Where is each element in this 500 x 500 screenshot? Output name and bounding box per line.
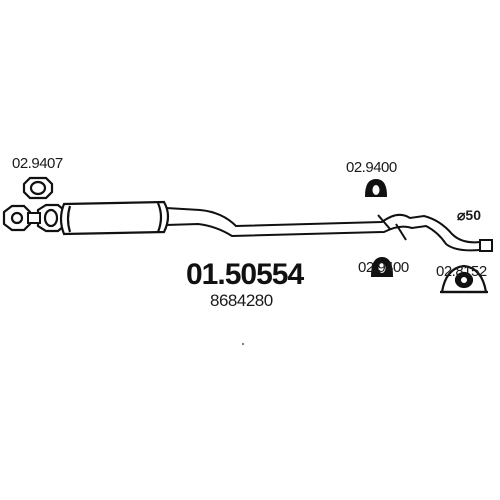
part-number: 01.50554 — [186, 258, 304, 291]
dot-mark — [242, 343, 244, 345]
component-code-label: 02.9407 — [12, 155, 63, 172]
front-flange-icon — [2, 204, 32, 232]
clamp-flange-icon — [22, 176, 54, 200]
component-code-label: 02.8152 — [436, 263, 487, 280]
pipe-diameter-label: ⌀50 — [457, 207, 482, 223]
rubber-hanger-icon — [364, 178, 388, 197]
rubber-hanger-icon — [370, 256, 394, 277]
inlet-pipe — [27, 212, 41, 224]
tail-pipe — [165, 207, 493, 252]
mounting-bracket-icon — [440, 264, 488, 294]
component-code-label: 02.9400 — [346, 159, 397, 176]
muffler-body — [59, 200, 170, 236]
oem-number: 8684280 — [210, 291, 273, 310]
component-code-label: 02.9400 — [358, 259, 409, 276]
